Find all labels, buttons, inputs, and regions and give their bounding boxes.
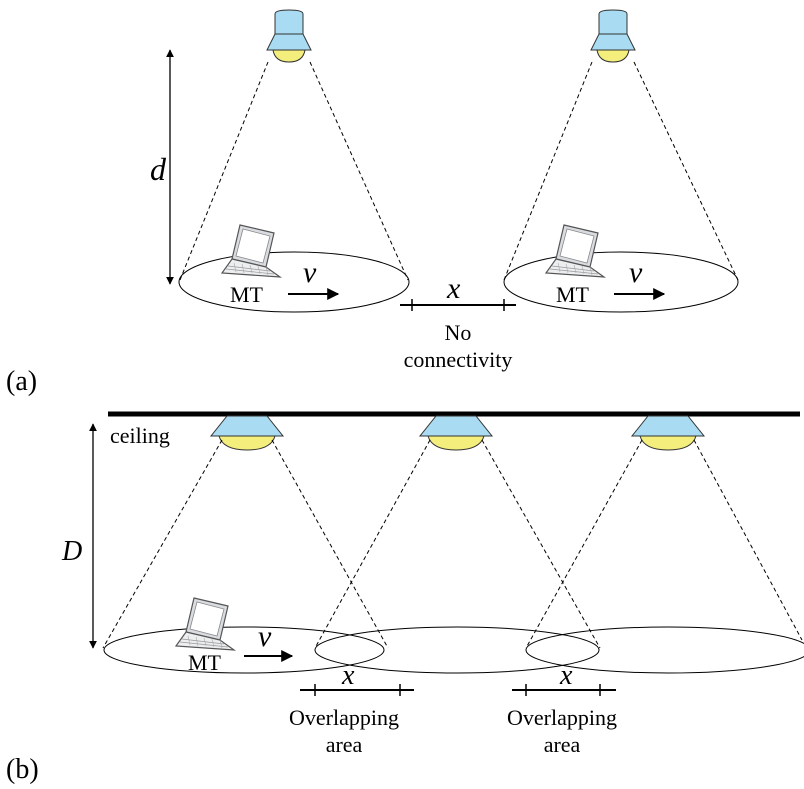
panel-label: (b) bbox=[6, 754, 39, 785]
overlap-caption: area bbox=[544, 732, 581, 757]
ceiling-label: ceiling bbox=[110, 423, 170, 448]
speed-label: v bbox=[303, 256, 317, 289]
terminal-label: MT bbox=[230, 282, 264, 307]
gap-caption: connectivity bbox=[404, 347, 513, 372]
light-cone bbox=[503, 61, 739, 281]
overlap-caption: area bbox=[326, 732, 363, 757]
gap-label: x bbox=[446, 272, 461, 305]
light-source-icon bbox=[210, 415, 284, 451]
light-cone bbox=[525, 439, 803, 649]
panel-label: (a) bbox=[6, 366, 37, 397]
coverage-area bbox=[525, 626, 804, 674]
coverage-area bbox=[178, 251, 410, 313]
laptop-icon bbox=[545, 224, 605, 278]
gap-caption: No bbox=[445, 320, 472, 345]
laptop-icon bbox=[175, 597, 235, 651]
overlap-caption: Overlapping bbox=[507, 705, 617, 730]
speed-label: v bbox=[629, 256, 643, 289]
coverage-area bbox=[314, 626, 600, 674]
light-source-icon bbox=[631, 415, 705, 451]
light-source-icon bbox=[419, 415, 493, 451]
light-cone bbox=[314, 439, 601, 649]
light-cone bbox=[179, 61, 409, 281]
height-label: D bbox=[61, 536, 82, 567]
light-source-icon bbox=[590, 9, 636, 63]
coverage-area bbox=[103, 626, 385, 674]
overlap-label: x bbox=[559, 660, 573, 691]
speed-label: v bbox=[258, 620, 272, 653]
light-source-icon bbox=[266, 9, 312, 63]
overlap-label: x bbox=[341, 660, 355, 691]
terminal-label: MT bbox=[556, 282, 590, 307]
panel-a: d MT MT v v x No connectivity (a) bbox=[6, 9, 739, 397]
coverage-area bbox=[503, 251, 739, 313]
panel-b: ceiling D MT v x Overlapping area bbox=[6, 411, 804, 785]
terminal-label: MT bbox=[188, 650, 222, 675]
height-label: d bbox=[150, 151, 167, 187]
light-cone bbox=[102, 439, 389, 649]
overlap-caption: Overlapping bbox=[289, 705, 399, 730]
laptop-icon bbox=[221, 224, 281, 278]
